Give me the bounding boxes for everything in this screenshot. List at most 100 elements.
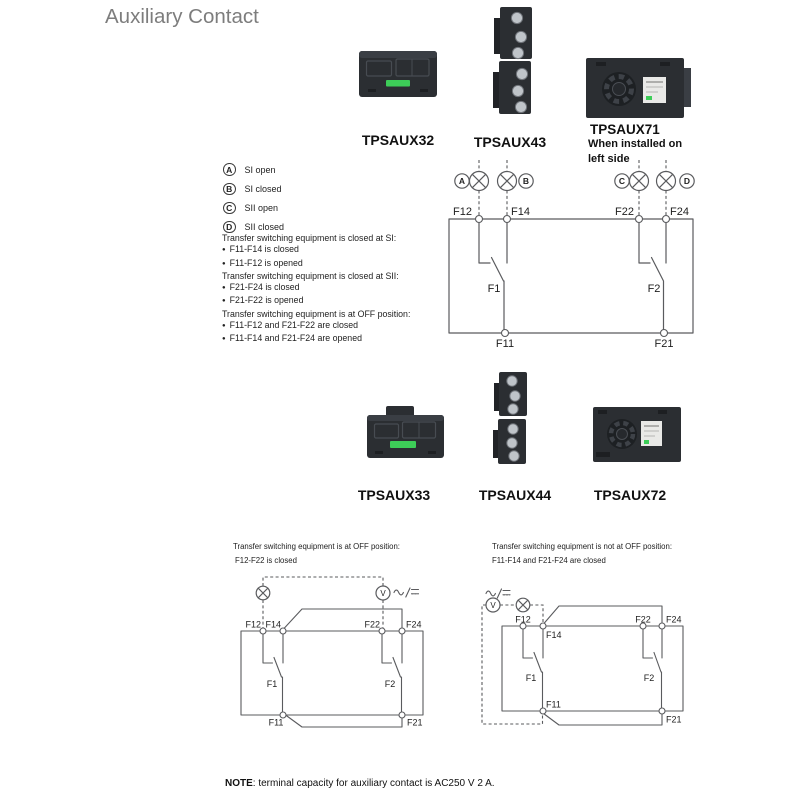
bottom-left-caption-line1: Transfer switching equipment is at OFF p…	[233, 542, 400, 551]
product-image-tpsaux72	[593, 407, 681, 462]
terminal-node-f21	[398, 711, 406, 719]
terminal-node-f12	[519, 622, 527, 630]
terminal-node-f14	[502, 214, 512, 224]
product-image-tpsaux44	[493, 372, 527, 464]
switch-f1	[478, 221, 508, 331]
terminal-node-f14	[279, 627, 287, 635]
voltmeter-icon: V	[485, 597, 501, 613]
lamp-badge-a: A	[454, 173, 470, 189]
legend-label-d: SII closed	[244, 222, 285, 233]
legend-badge-d: D	[223, 220, 236, 234]
product-image-tpsaux33	[367, 406, 444, 458]
terminal-node-f22	[639, 622, 647, 630]
switch-label-f2: F2	[385, 679, 396, 689]
note-text: : terminal capacity for auxiliary contac…	[252, 778, 495, 789]
svg-text:V: V	[380, 589, 386, 598]
terminal-label-f12: F12	[453, 206, 472, 218]
wire-f14-f24	[542, 605, 663, 625]
condition-line: F11-F14 and F21-F24 are opened	[222, 333, 452, 346]
legend-label-b: SI closed	[244, 183, 282, 194]
wire-f14-f24	[282, 608, 403, 630]
wire-f11-f21	[282, 712, 403, 728]
terminal-label-f14: F14	[265, 620, 281, 630]
lamp-icon-b	[496, 170, 518, 192]
condition-line: Transfer switching equipment is at OFF p…	[222, 308, 411, 319]
svg-text:V: V	[490, 601, 496, 610]
terminal-node-f22	[378, 627, 386, 635]
terminal-node-f22	[634, 214, 644, 224]
svg-text:A: A	[459, 176, 465, 186]
condition-line: F11-F14 is closed	[222, 244, 452, 257]
terminal-node-f11	[279, 711, 287, 719]
equipment-box	[240, 630, 424, 716]
terminal-label-f14: F14	[546, 630, 562, 640]
terminal-label-f12: F12	[245, 620, 261, 630]
legend-row-b: B SI closed	[223, 179, 284, 198]
brand-strip	[386, 80, 410, 87]
lamp-icon	[255, 585, 271, 601]
product-caption-tpsaux72: TPSAUX72	[593, 487, 667, 503]
terminal-node-f24	[661, 214, 671, 224]
brand-strip	[390, 441, 416, 448]
terminal-node-f11	[500, 328, 510, 338]
wire	[478, 190, 667, 216]
terminal-label-f11: F11	[496, 338, 514, 350]
terminal-node-f11	[539, 707, 547, 715]
terminal-label-f21: F21	[655, 338, 674, 350]
circuit-diagram-bottom-left: V F12 F	[240, 576, 424, 728]
circuit-diagram-top: A B C D	[448, 160, 695, 350]
legend-label-a: SI open	[244, 164, 276, 175]
terminal-node-f24	[398, 627, 406, 635]
wire	[478, 160, 667, 171]
lamp-badge-d: D	[679, 173, 695, 189]
product-caption-tpsaux43: TPSAUX43	[473, 134, 547, 150]
voltmeter-icon: V	[375, 585, 391, 601]
conditions-text-block: Transfer switching equipment is closed a…	[222, 233, 452, 347]
product-caption-tpsaux44: TPSAUX44	[478, 487, 552, 503]
lamp-badge-c: C	[614, 173, 630, 189]
switch-label-f1: F1	[488, 283, 501, 295]
bottom-right-caption-line2: F11-F14 and F21-F24 are closed	[492, 556, 606, 565]
terminal-label-f22: F22	[635, 615, 651, 625]
switch-label-f1: F1	[267, 679, 278, 689]
svg-text:B: B	[523, 176, 529, 186]
note-label: NOTE	[225, 778, 253, 789]
wire	[262, 576, 384, 628]
condition-line: F11-F12 is opened	[222, 258, 452, 271]
footer-note: NOTE: terminal capacity for auxiliary co…	[225, 778, 495, 789]
product-caption-note-line1: When installed on	[588, 138, 683, 150]
product-label	[641, 421, 662, 446]
legend: A SI open B SI closed C SII open D SII c…	[223, 160, 284, 237]
bottom-left-caption-line2: F12-F22 is closed	[235, 556, 297, 565]
product-caption-tpsaux32: TPSAUX32	[361, 132, 435, 148]
legend-badge-b: B	[223, 182, 236, 196]
switch-f2	[381, 633, 403, 713]
terminal-label-f22: F22	[615, 206, 634, 218]
terminal-label-f11: F11	[269, 718, 284, 728]
terminal-label-f24: F24	[666, 615, 682, 625]
page-title: Auxiliary Contact	[105, 5, 259, 28]
terminal-node-f14	[539, 622, 547, 630]
terminal-label-f14: F14	[511, 206, 530, 218]
svg-text:D: D	[684, 176, 690, 186]
terminal-label-f12: F12	[515, 615, 531, 625]
product-caption-note-line2: left side	[588, 153, 630, 165]
legend-row-d: D SII closed	[223, 218, 284, 237]
lamp-badge-b: B	[518, 173, 534, 189]
terminal-label-f21: F21	[407, 718, 423, 728]
condition-line: F21-F22 is opened	[222, 295, 452, 308]
equipment-box	[448, 218, 694, 334]
wire-f11-f21	[542, 712, 663, 726]
terminal-node-f21	[659, 328, 669, 338]
terminal-label-f11: F11	[546, 700, 561, 710]
terminal-label-f24: F24	[670, 206, 689, 218]
legend-badge-c: C	[223, 201, 236, 215]
lamp-icon	[515, 597, 531, 613]
condition-line: F11-F12 and F21-F22 are closed	[222, 320, 452, 333]
product-image-tpsaux43	[493, 7, 532, 114]
equipment-box	[501, 625, 684, 712]
switch-f2	[642, 628, 663, 709]
terminal-node-f12	[474, 214, 484, 224]
